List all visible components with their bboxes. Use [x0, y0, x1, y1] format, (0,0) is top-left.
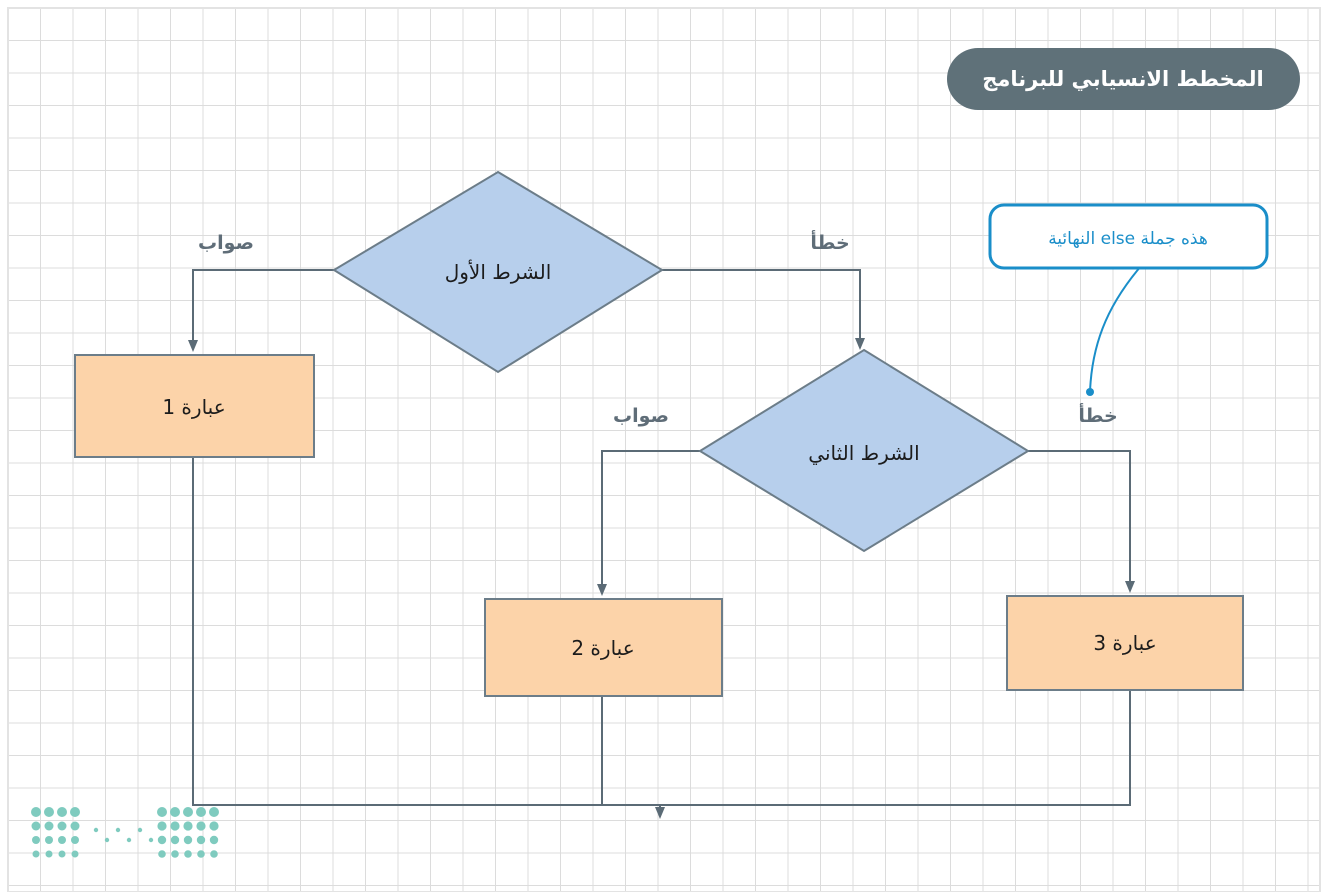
logo-dot: [71, 836, 79, 844]
decision-second-label: الشرط الثاني: [808, 441, 919, 466]
connectors: [188, 257, 1149, 819]
callout-bubble: هذه جملة else النهائية: [988, 203, 1269, 270]
decision-second: الشرط الثاني: [698, 348, 1030, 553]
logo-dot: [170, 821, 180, 831]
logo-dot: [196, 821, 206, 831]
logo-dot: [57, 807, 67, 817]
logo-dot: [197, 850, 205, 858]
logo-dot: [70, 807, 80, 817]
logo-dot: [44, 807, 54, 817]
connector-first-false: [661, 269, 865, 350]
logo-dot: [196, 835, 206, 845]
logo-dot: [104, 837, 110, 843]
logo-dot: [45, 836, 53, 844]
logo-dot: [93, 827, 99, 833]
logo-dot: [157, 821, 167, 831]
logo-dot: [183, 821, 193, 831]
logo-dot: [183, 807, 193, 817]
callout-text: هذه جملة else النهائية: [1048, 229, 1208, 249]
logo-dot: [70, 821, 80, 831]
branch-first-false-label: خطأ: [810, 230, 849, 254]
logo-dot: [171, 850, 179, 858]
logo-dot: [209, 807, 219, 817]
logo-dot: [32, 850, 40, 858]
logo-dot: [170, 835, 180, 845]
logo-dot: [58, 836, 66, 844]
statement-2-label: عبارة 2: [571, 636, 634, 660]
statement-1: عبارة 1: [74, 354, 315, 458]
logo-dot: [183, 835, 193, 845]
logo-dot: [31, 821, 41, 831]
branch-first-true-label: صواب: [198, 232, 254, 254]
decision-first-label: الشرط الأول: [445, 260, 552, 284]
callout-leader-line: [1089, 257, 1149, 393]
logo-dot: [71, 850, 79, 858]
logo-dot: [157, 835, 167, 845]
logo-dot: [148, 837, 154, 843]
logo-dot: [57, 821, 67, 831]
decision-first: الشرط الأول: [332, 170, 664, 374]
statement-3-label: عبارة 3: [1093, 631, 1156, 655]
logo-dot: [209, 835, 219, 845]
page-title: المخطط الانسيابي للبرنامج: [982, 67, 1264, 91]
logo-dot: [44, 821, 54, 831]
statement-3: عبارة 3: [1006, 595, 1244, 691]
connector-second-true: [597, 450, 700, 596]
title-pill: المخطط الانسيابي للبرنامج: [947, 48, 1300, 110]
branch-second-true-label: صواب: [613, 405, 669, 427]
logo-dot: [158, 850, 166, 858]
connector-second-false: [1028, 450, 1135, 593]
logo-dot: [157, 807, 167, 817]
grid-border: [7, 7, 1321, 892]
logo-dot: [115, 827, 121, 833]
logo-dot: [32, 836, 40, 844]
connector-merge-outer: [192, 457, 1131, 806]
statement-1-label: عبارة 1: [162, 395, 225, 419]
ministry-logo: [31, 807, 219, 858]
logo-dot: [126, 837, 132, 843]
logo-dot: [137, 827, 143, 833]
logo-dot: [184, 850, 192, 858]
statement-2: عبارة 2: [484, 598, 723, 697]
connector-first-true: [188, 269, 335, 352]
logo-dot: [170, 807, 180, 817]
logo-dot: [31, 807, 41, 817]
logo-dot: [45, 850, 53, 858]
logo-dot: [209, 821, 219, 831]
logo-dot: [196, 807, 206, 817]
branch-second-false-label: خطأ: [1078, 403, 1117, 427]
logo-dot: [58, 850, 66, 858]
logo-dot: [210, 850, 218, 858]
callout-anchor-dot: [1086, 388, 1094, 396]
